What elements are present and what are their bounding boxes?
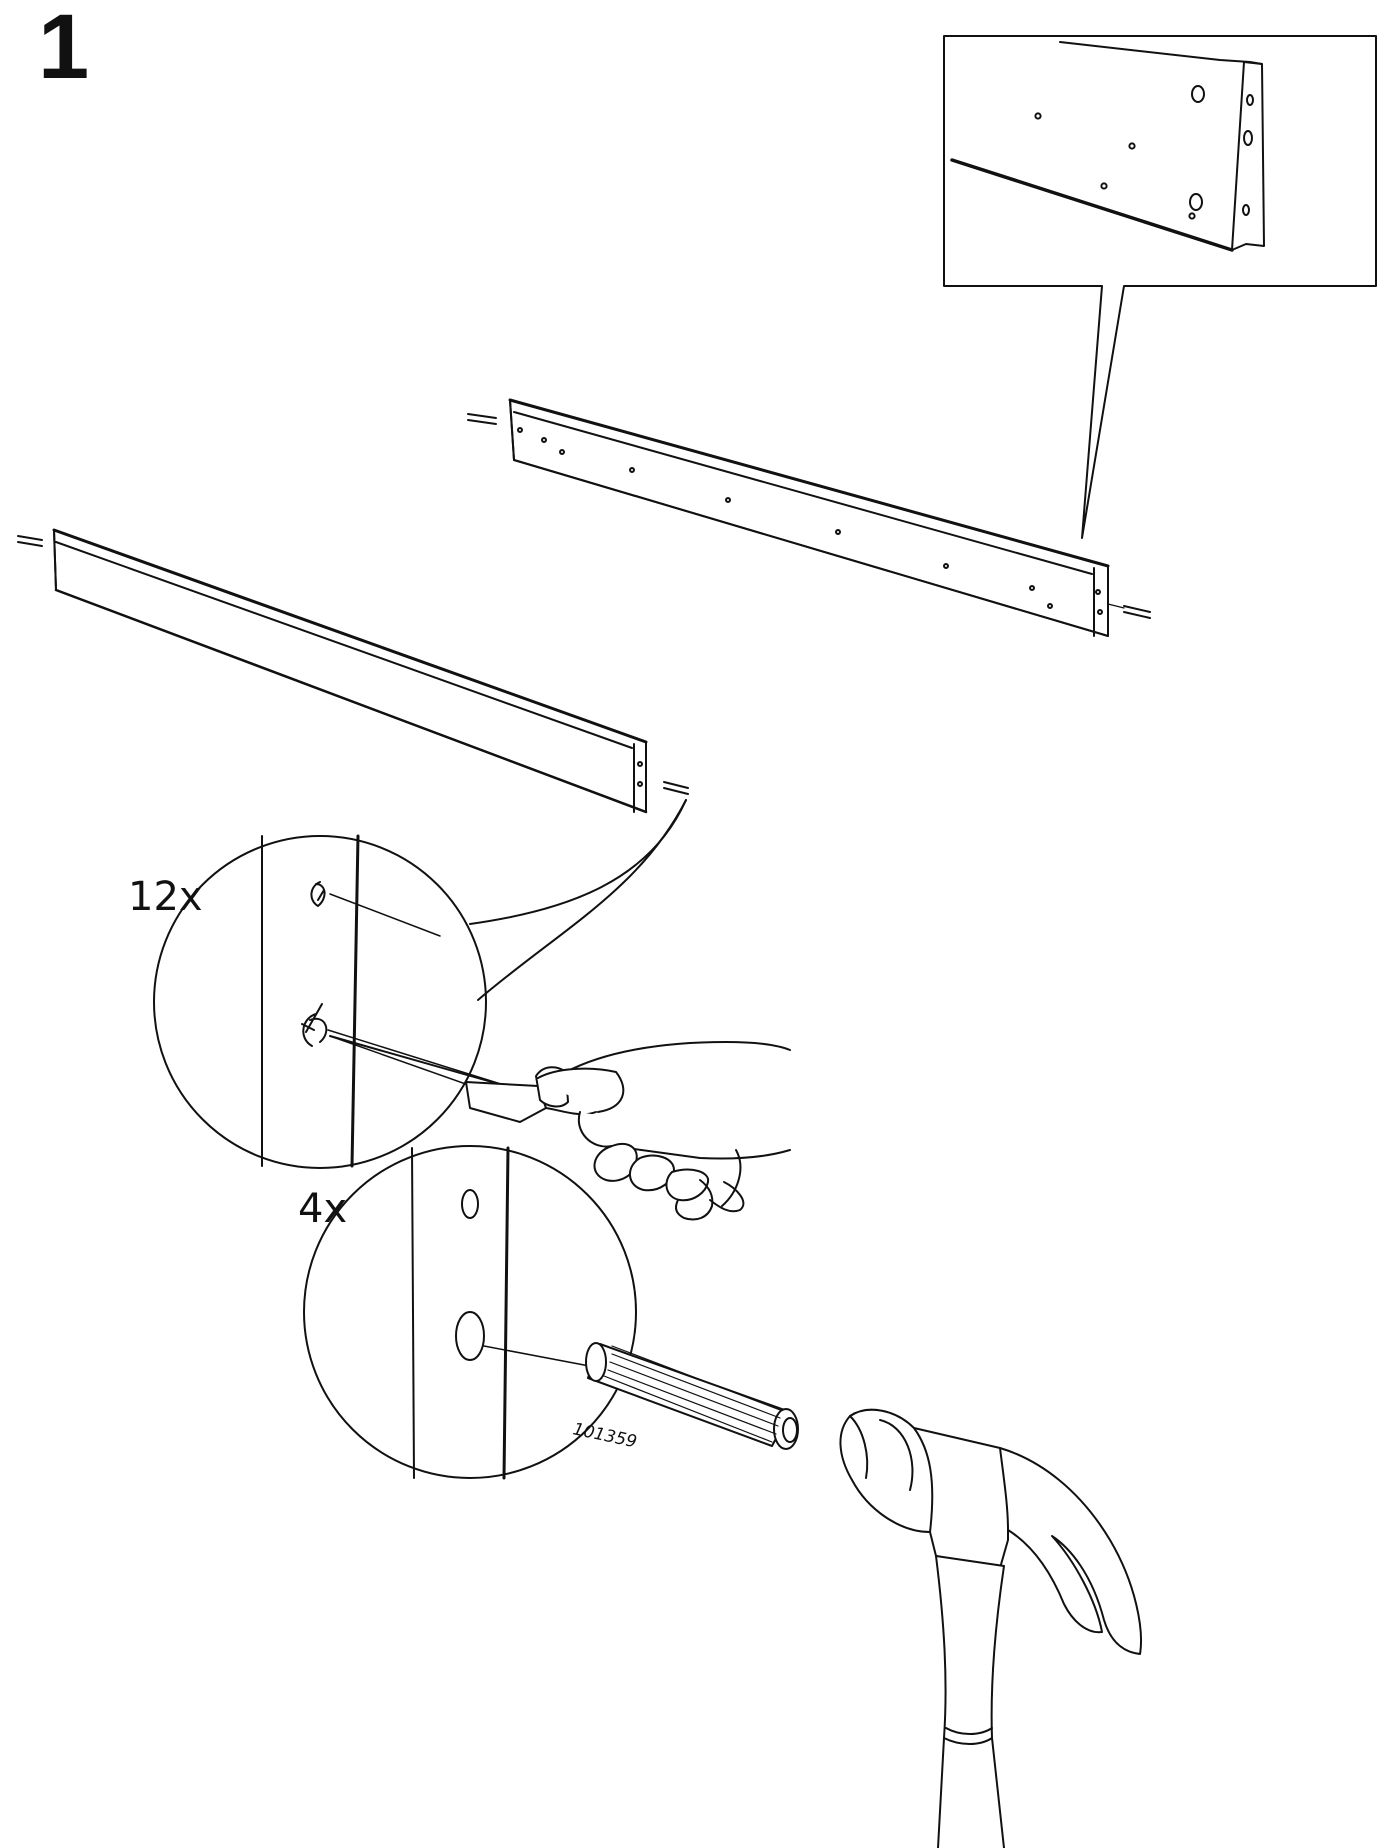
- screws-quantity-label: 12x: [128, 874, 203, 920]
- dowel-hole-icon: [455, 1189, 485, 1361]
- inset-board: [950, 41, 1265, 252]
- screw-hole-icon: [301, 881, 328, 1047]
- step-number: 1: [38, 0, 89, 98]
- dowels-quantity-label: 4x: [298, 1186, 347, 1232]
- dowel-part-number: 101359: [571, 1419, 639, 1452]
- back-rail: [467, 398, 1151, 637]
- hammer-icon: [839, 1408, 1142, 1848]
- detail-inset: [943, 35, 1377, 539]
- dowel-hole-callout: 4x: [298, 1145, 637, 1480]
- screw-hole-callout: 12x: [119, 788, 687, 1169]
- front-rail: [17, 528, 689, 814]
- hand-icon: [537, 1041, 791, 1221]
